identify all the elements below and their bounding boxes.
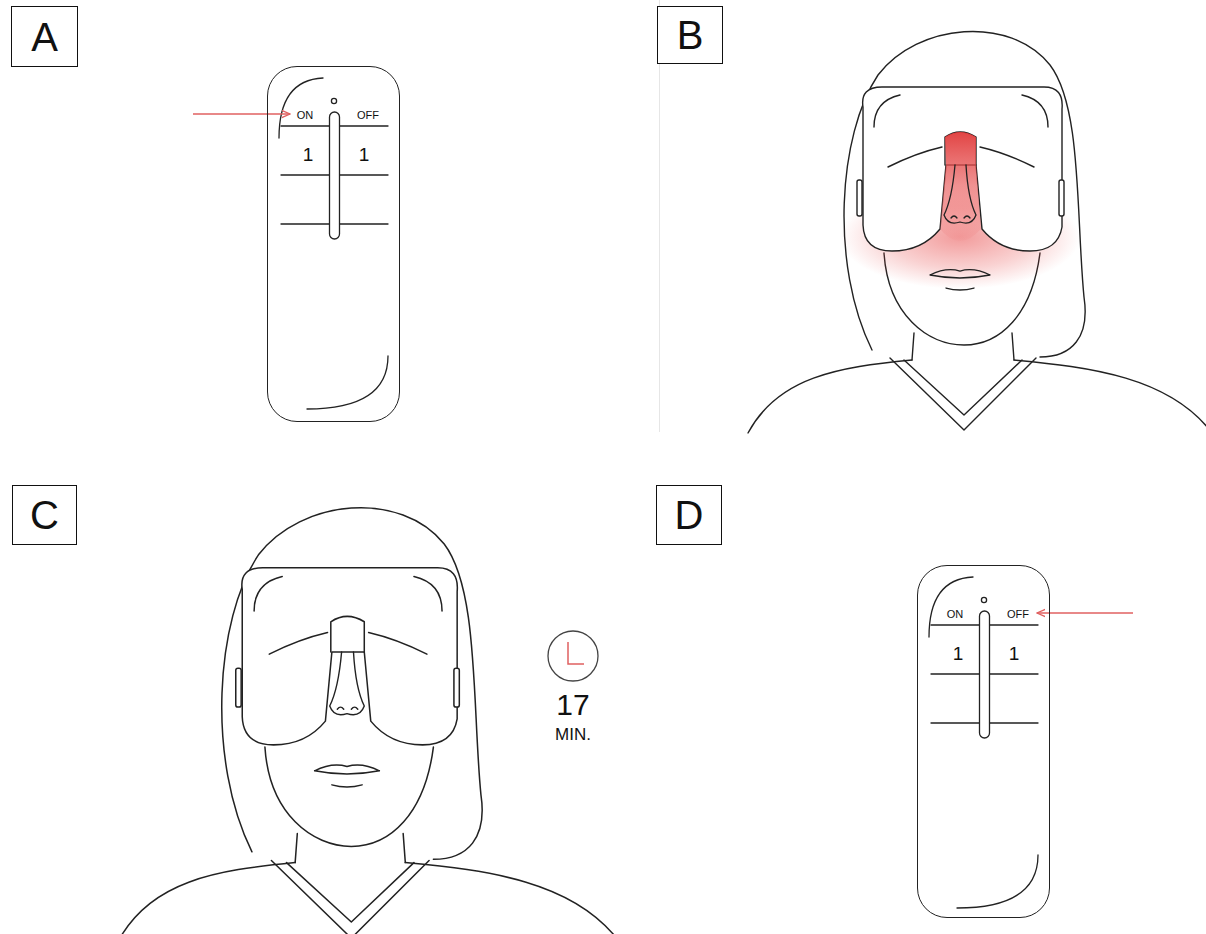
eye-mask-group [236, 568, 460, 745]
panel-letter: C [30, 495, 59, 535]
setting-number: 1 [359, 145, 370, 164]
remote-control: ON OFF 1 1 [267, 66, 400, 422]
pointer-arrow [1037, 612, 1133, 613]
switch-label: ON [297, 110, 314, 121]
panel-divider [659, 0, 660, 432]
setting-number: 1 [1009, 644, 1020, 663]
switch-label: OFF [357, 110, 379, 121]
clock-icon [548, 631, 598, 681]
clock-face [548, 631, 598, 681]
setting-number: 1 [303, 145, 314, 164]
panel-label: B [657, 6, 723, 64]
person-body [118, 508, 619, 934]
person-figure [748, 31, 1206, 433]
switch-label: OFF [1007, 609, 1029, 620]
panel-label: C [12, 485, 77, 545]
panel-letter: D [675, 495, 704, 535]
switch-label: ON [947, 609, 964, 620]
clock-hands [568, 642, 584, 664]
remote-detail [279, 78, 388, 409]
panel-letter: B [677, 15, 704, 55]
panel-label: A [11, 6, 78, 67]
duration-number: 17 [556, 690, 589, 720]
pointer-arrow [193, 113, 290, 114]
remote-detail [929, 577, 1038, 908]
duration-unit: MIN. [555, 726, 591, 743]
remote-control: ON OFF 1 1 [917, 565, 1050, 918]
setting-number: 1 [953, 644, 964, 663]
panel-label: D [656, 485, 722, 545]
heat-nose [940, 132, 981, 241]
panel-letter: A [31, 17, 58, 57]
person-body [748, 31, 1206, 433]
person-figure [118, 508, 619, 934]
eye-mask-group [857, 87, 1064, 251]
face-features [315, 652, 380, 787]
face-features [930, 165, 990, 290]
